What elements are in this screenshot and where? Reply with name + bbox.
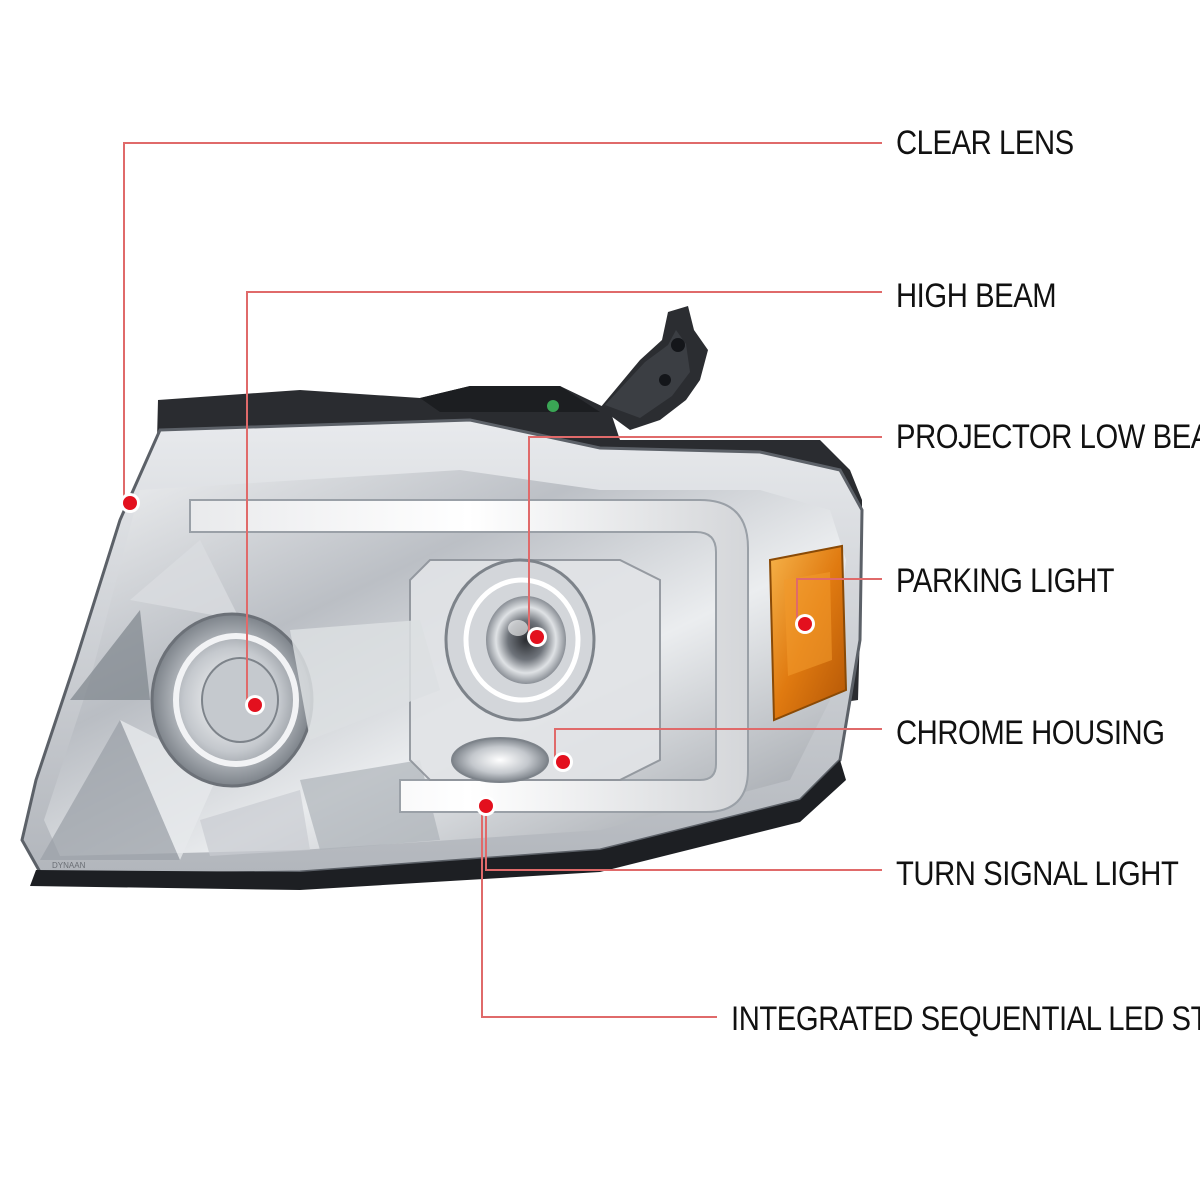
chrome-housing-cup [451,737,549,783]
high-beam-reflector [150,612,440,788]
label-parking-light: PARKING LIGHT [896,562,1115,600]
label-turn-signal-light: TURN SIGNAL LIGHT [896,855,1179,893]
marker-dot-projector-low-beam [527,627,547,647]
label-integrated-sequential-led-strip: INTEGRATED SEQUENTIAL LED STRIP [731,1000,1200,1038]
leader-line-turn-signal [485,806,882,871]
marker-dot-turn-signal [476,796,496,816]
leader-line-led-strip [481,806,717,1018]
label-high-beam: HIGH BEAM [896,277,1057,315]
mounting-bracket [600,306,708,430]
marker-dots [120,493,815,816]
marker-dot-chrome-housing [553,752,573,772]
label-chrome-housing: CHROME HOUSING [896,714,1165,752]
projector-low-beam [444,558,596,722]
marker-dot-high-beam [245,695,265,715]
lower-trim [30,760,846,890]
housing-imprint: DYNAAN [52,861,86,870]
led-strip [189,499,749,813]
marker-dot-clear-lens [120,493,140,513]
label-clear-lens: CLEAR LENS [896,124,1074,162]
label-projector-low-beam: PROJECTOR LOW BEAM [896,418,1200,456]
marker-dot-parking-light [795,614,815,634]
